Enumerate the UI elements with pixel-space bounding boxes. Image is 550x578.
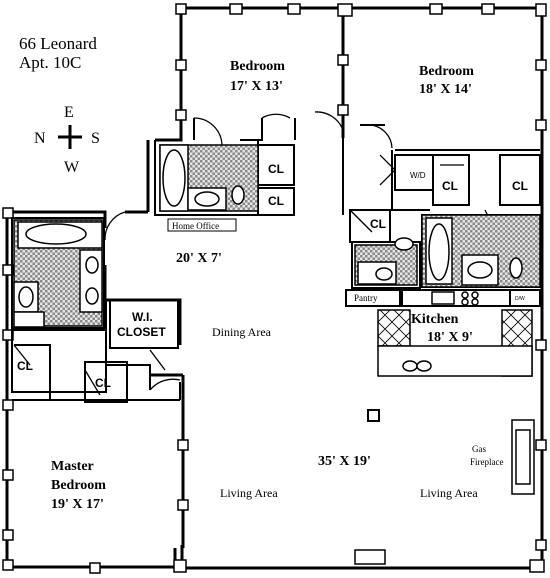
- fireplace-line-2: Fireplace: [470, 457, 503, 467]
- home-office-size: 20' X 7': [176, 251, 222, 266]
- bedroom-1-size: 17' X 13': [230, 79, 283, 94]
- compass-west: W: [64, 159, 80, 176]
- home-office-name: Home Office: [172, 221, 219, 231]
- wi-closet-line-2: CLOSET: [117, 325, 166, 339]
- living-area-size: 35' X 19': [318, 454, 371, 469]
- kitchen-size: 18' X 9': [427, 330, 473, 345]
- address-line-2: Apt. 10C: [19, 53, 81, 72]
- pantry-name: Pantry: [354, 293, 378, 303]
- bedroom-2-name: Bedroom: [419, 64, 474, 79]
- kitchen-fixtures: [377, 291, 533, 377]
- bathroom-bed2: [421, 214, 541, 288]
- dishwasher-label: D/W: [515, 296, 525, 302]
- bedroom-1-name: Bedroom: [230, 59, 285, 74]
- washer-dryer-label: W/D: [410, 171, 426, 180]
- master-bedroom-size: 19' X 17': [51, 497, 104, 512]
- fireplace: [511, 419, 535, 495]
- compass-north: N: [34, 130, 46, 147]
- master-bathroom: [13, 219, 103, 328]
- bedroom-2-size: 18' X 14': [419, 82, 472, 97]
- closet-label-bed2-b: CL: [512, 179, 528, 193]
- compass-south: S: [91, 130, 100, 147]
- home-office-label-box: [167, 218, 237, 232]
- compass-east: E: [64, 104, 74, 121]
- kitchen-name: Kitchen: [411, 312, 459, 327]
- living-area-name-left: Living Area: [220, 486, 278, 500]
- living-area-name-right: Living Area: [420, 486, 478, 500]
- compass-rose: [58, 125, 82, 149]
- bathroom-bed1: [159, 144, 259, 212]
- closet-label-bed2-a: CL: [442, 179, 458, 193]
- wi-closet-line-1: W.I.: [132, 310, 153, 324]
- closet-label-bed1-lower: CL: [268, 194, 284, 208]
- master-bedroom-name-2: Bedroom: [51, 478, 106, 493]
- address-line-1: 66 Leonard: [19, 34, 97, 53]
- powder-room: [354, 237, 418, 286]
- structural-column: [367, 409, 380, 422]
- dining-area-name: Dining Area: [212, 325, 272, 339]
- closet-label-bed1-upper: CL: [268, 162, 284, 176]
- fireplace-line-1: Gas: [472, 444, 486, 454]
- window-marks: [2, 3, 547, 574]
- closet-label-hall: CL: [370, 217, 386, 231]
- master-bedroom-name-1: Master: [51, 459, 94, 474]
- closet-label-master-b: CL: [95, 376, 111, 390]
- closet-label-master-a: CL: [17, 359, 33, 373]
- door-swings: [13, 111, 501, 396]
